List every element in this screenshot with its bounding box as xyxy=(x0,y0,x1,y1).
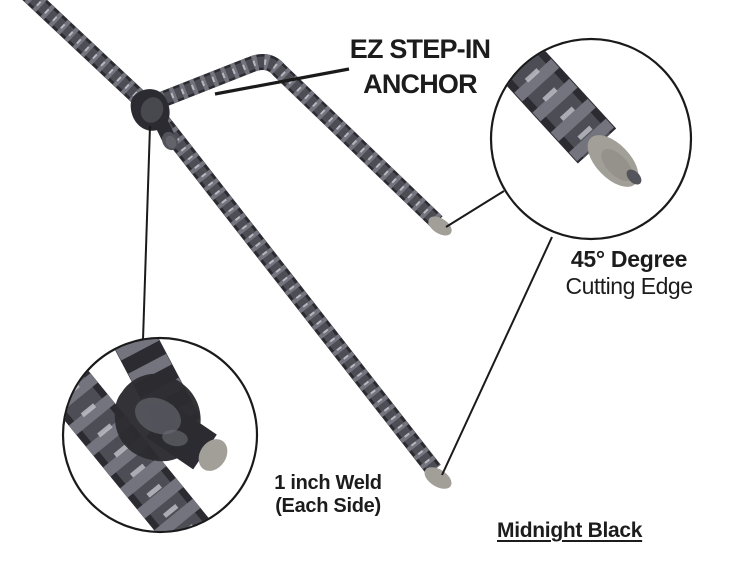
cutting-edge-label: 45° Degree Cutting Edge xyxy=(543,246,715,300)
weld-label-line1: 1 inch Weld xyxy=(274,472,382,494)
magnified-cut-point xyxy=(626,169,642,185)
weld-label-line2: (Each Side) xyxy=(275,495,381,517)
anchor-title-line2: ANCHOR xyxy=(363,69,478,99)
finish-color-label: Midnight Black xyxy=(497,519,643,542)
anchor-title-line1: EZ STEP-IN xyxy=(349,34,491,64)
magnified-cut-face-speckle xyxy=(601,149,633,181)
weld-inset xyxy=(54,316,259,542)
weld-label: 1 inch Weld (Each Side) xyxy=(262,472,394,518)
leader-line-anchor-label xyxy=(214,67,350,96)
leader-line-inset-to-stake-tip xyxy=(441,236,553,476)
cutting-edge-inset xyxy=(478,16,693,241)
cutting-edge-label-title: 45° Degree xyxy=(570,246,688,272)
magnified-weld-sheen-small xyxy=(162,429,188,447)
weld-joint xyxy=(130,89,170,131)
leader-line-inset-to-step-tip xyxy=(445,190,505,228)
weld-inset-content xyxy=(54,316,228,542)
weld-blob-sheen xyxy=(140,97,164,123)
cutting-edge-inset-content xyxy=(478,16,642,187)
stub-end-cap-inner xyxy=(165,135,177,149)
step-bar-cut-tip xyxy=(428,216,452,236)
leader-line-weld-to-inset xyxy=(142,125,151,341)
stake-upper-segment xyxy=(22,0,152,110)
rebar-anchor-photo xyxy=(22,0,452,489)
cutting-edge-label-subtitle: Cutting Edge xyxy=(565,273,693,299)
magnified-weld-sheen xyxy=(135,397,181,435)
step-bar-stub xyxy=(153,106,178,151)
stake-cut-tip xyxy=(424,467,452,489)
anchor-title-label: EZ STEP-IN ANCHOR xyxy=(330,32,510,102)
magnified-weld-end-face xyxy=(198,439,228,471)
